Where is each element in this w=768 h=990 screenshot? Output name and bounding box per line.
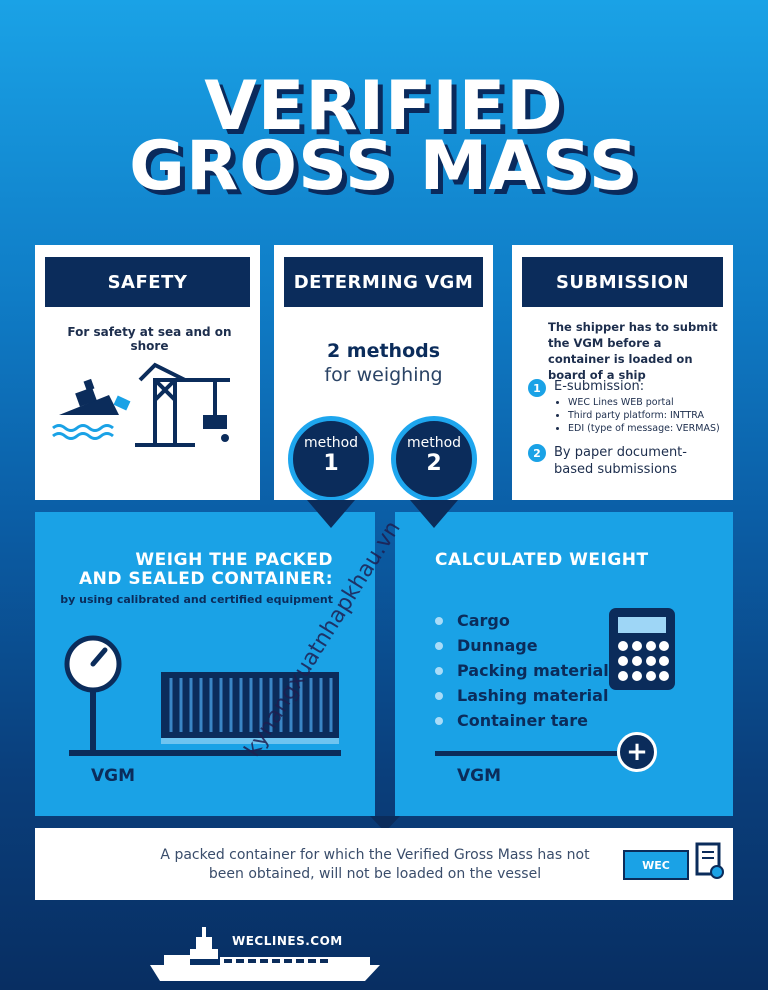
- weigh-vgm-label: VGM: [91, 766, 136, 786]
- bullet-item: EDI (type of message: VERMAS): [568, 423, 720, 434]
- dunnage-label: Dunnage: [457, 636, 538, 655]
- list-item: Cargo: [435, 608, 609, 633]
- footer-pointer: [370, 816, 400, 832]
- packing-material-label: Packing material: [457, 661, 609, 680]
- methods-count: 2 methods: [326, 340, 441, 362]
- sinking-ship-icon: [52, 378, 131, 440]
- bullet-item: WEC Lines WEB portal: [568, 397, 720, 408]
- lashing-material-label: Lashing material: [457, 686, 609, 705]
- scale-platform: [69, 750, 341, 756]
- bullet-dot: [435, 716, 443, 725]
- e-submission-bullets: WEC Lines WEB portal Third party platfor…: [554, 397, 720, 434]
- footer-note-line-2: been obtained, will not be loaded on the…: [208, 866, 542, 882]
- submission-list: 1 E-submission: WEC Lines WEB portal Thi…: [528, 379, 728, 478]
- shipping-container-icon: [161, 672, 339, 744]
- website-label: WECLINES.COM: [232, 934, 343, 948]
- weigh-subtitle: by using calibrated and certified equipm…: [60, 593, 333, 606]
- title-line-1: VERIFIED: [204, 67, 564, 146]
- calculated-title: CALCULATED WEIGHT: [435, 550, 649, 570]
- e-submission-label: E-submission:: [554, 379, 645, 394]
- bullet-dot: [435, 691, 443, 700]
- container-tare-label: Container tare: [457, 711, 588, 730]
- list-item: Packing material: [435, 658, 609, 683]
- footer-note-line-1: A packed container for which the Verifie…: [160, 847, 590, 863]
- method-2-pointer: [410, 500, 458, 528]
- sum-line: [435, 751, 617, 756]
- paper-submission-text: By paper document-based submissions: [554, 445, 687, 477]
- submission-heading: SUBMISSION: [522, 257, 723, 307]
- methods-subtitle: for weighing: [324, 364, 443, 386]
- plus-icon: +: [617, 732, 657, 772]
- method-1-pointer: [307, 500, 355, 528]
- weigh-title-line-1: WEIGH THE PACKED: [135, 550, 333, 570]
- submission-item-2: 2 By paper document-based submissions: [528, 444, 728, 478]
- bullet-dot: [435, 641, 443, 650]
- safety-text: For safety at sea and on shore: [67, 325, 232, 353]
- scale-gauge-icon: [64, 635, 122, 750]
- weigh-panel: WEIGH THE PACKED AND SEALED CONTAINER: b…: [35, 512, 375, 816]
- crane-icon: [135, 362, 230, 447]
- submission-card: SUBMISSION The shipper has to submit the…: [512, 245, 733, 500]
- bullet-item: Third party platform: INTTRA: [568, 410, 720, 421]
- list-item: Dunnage: [435, 633, 609, 658]
- list-item: Lashing material: [435, 683, 609, 708]
- cargo-label: Cargo: [457, 611, 510, 630]
- wec-container-logo: WEC: [623, 850, 689, 880]
- calculator-icon: [609, 608, 675, 690]
- number-1-badge: 1: [528, 379, 546, 397]
- method-2-number: 2: [426, 451, 442, 476]
- determining-heading: DETERMING VGM: [284, 257, 483, 307]
- method-1-number: 1: [323, 451, 339, 476]
- number-2-badge: 2: [528, 444, 546, 462]
- footer-note-bar: A packed container for which the Verifie…: [35, 828, 733, 900]
- weight-components-list: Cargo Dunnage Packing material Lashing m…: [435, 608, 609, 733]
- method-2-label: method: [406, 435, 462, 451]
- title-line-2: GROSS MASS: [129, 127, 639, 206]
- bullet-dot: [435, 666, 443, 675]
- weigh-title-line-2: AND SEALED CONTAINER:: [78, 569, 333, 589]
- method-2-badge: method 2: [391, 416, 477, 502]
- calculated-panel: CALCULATED WEIGHT Cargo Dunnage Packing …: [395, 512, 733, 816]
- calculated-vgm-label: VGM: [457, 766, 502, 786]
- method-1-badge: method 1: [288, 416, 374, 502]
- safety-heading: SAFETY: [45, 257, 250, 307]
- bullet-dot: [435, 616, 443, 625]
- method-1-label: method: [303, 435, 359, 451]
- cargo-ship-icon: [150, 927, 380, 981]
- list-item: Container tare: [435, 708, 609, 733]
- submission-intro: The shipper has to submit the VGM before…: [548, 320, 718, 382]
- submission-item-1: 1 E-submission: WEC Lines WEB portal Thi…: [528, 379, 728, 436]
- certificate-icon: [695, 842, 724, 879]
- safety-card: SAFETY For safety at sea and on shore: [35, 245, 260, 500]
